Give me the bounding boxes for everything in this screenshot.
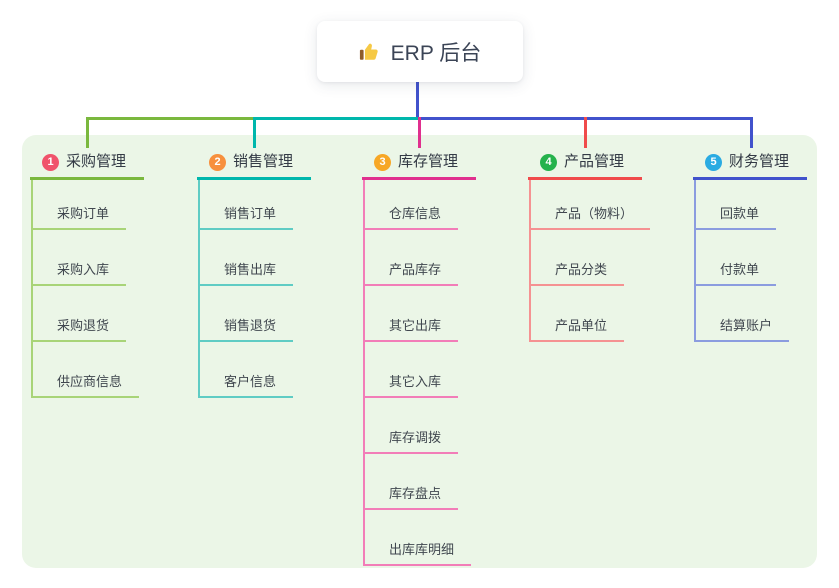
branch-children: 销售订单销售出库销售退货客户信息: [198, 180, 311, 398]
connector-drop-inventory: [418, 117, 421, 148]
child-node[interactable]: 采购退货: [33, 286, 127, 342]
branch-title-sales[interactable]: 2 销售管理: [197, 150, 311, 180]
child-node[interactable]: 其它出库: [365, 286, 459, 342]
child-node[interactable]: 产品单位: [531, 286, 625, 342]
branch-children: 采购订单采购入库采购退货供应商信息: [31, 180, 144, 398]
child-node[interactable]: 产品（物料）: [531, 180, 651, 230]
child-node[interactable]: 结算账户: [696, 286, 790, 342]
branch-sales: 2 销售管理 销售订单销售出库销售退货客户信息: [197, 150, 311, 398]
branch-title-finance[interactable]: 5 财务管理: [693, 150, 807, 180]
child-node[interactable]: 仓库信息: [365, 180, 459, 230]
connector-drop-product: [584, 117, 587, 148]
child-node[interactable]: 付款单: [696, 230, 777, 286]
connector-hline-sales: [254, 117, 421, 120]
child-node[interactable]: 其它入库: [365, 342, 459, 398]
child-node[interactable]: 销售出库: [200, 230, 294, 286]
child-node[interactable]: 销售退货: [200, 286, 294, 342]
thumbs-up-icon: [359, 43, 378, 60]
child-node[interactable]: 产品库存: [365, 230, 459, 286]
branch-children: 产品（物料）产品分类产品单位: [529, 180, 651, 342]
branch-product: 4 产品管理 产品（物料）产品分类产品单位: [528, 150, 651, 342]
child-node[interactable]: 库存盘点: [365, 454, 459, 510]
connector-drop-finance: [750, 117, 753, 148]
branch-label: 采购管理: [66, 153, 127, 170]
branch-inventory: 3 库存管理 仓库信息产品库存其它出库其它入库库存调拨库存盘点出库库明细: [362, 150, 476, 566]
child-node[interactable]: 供应商信息: [33, 342, 140, 398]
child-node[interactable]: 销售订单: [200, 180, 294, 230]
connector-root-stem: [416, 82, 419, 118]
branch-title-procurement[interactable]: 1 采购管理: [30, 150, 144, 180]
branch-badge: 1: [42, 153, 59, 171]
branch-title-inventory[interactable]: 3 库存管理: [362, 150, 476, 180]
branches-panel: [22, 135, 817, 568]
branch-badge: 3: [374, 153, 391, 171]
root-label: ERP 后台: [390, 41, 482, 65]
connector-drop-procurement: [86, 117, 89, 148]
connector-drop-sales: [253, 117, 256, 148]
child-node[interactable]: 采购订单: [33, 180, 127, 230]
branch-badge: 2: [209, 153, 226, 171]
branch-label: 财务管理: [729, 153, 790, 170]
branch-children: 仓库信息产品库存其它出库其它入库库存调拨库存盘点出库库明细: [363, 180, 476, 566]
child-node[interactable]: 产品分类: [531, 230, 625, 286]
branch-label: 产品管理: [564, 153, 625, 170]
child-node[interactable]: 回款单: [696, 180, 777, 230]
root-node[interactable]: ERP 后台: [317, 21, 523, 82]
connector-hline-procurement: [88, 117, 256, 120]
branch-label: 销售管理: [233, 153, 294, 170]
branch-label: 库存管理: [398, 153, 459, 170]
child-node[interactable]: 库存调拨: [365, 398, 459, 454]
branch-children: 回款单付款单结算账户: [694, 180, 807, 342]
branch-finance: 5 财务管理 回款单付款单结算账户: [693, 150, 807, 342]
child-node[interactable]: 采购入库: [33, 230, 127, 286]
branch-procurement: 1 采购管理 采购订单采购入库采购退货供应商信息: [30, 150, 144, 398]
branch-badge: 5: [705, 153, 722, 171]
child-node[interactable]: 出库库明细: [365, 510, 472, 566]
branch-badge: 4: [540, 153, 557, 171]
child-node[interactable]: 客户信息: [200, 342, 294, 398]
branch-title-product[interactable]: 4 产品管理: [528, 150, 642, 180]
